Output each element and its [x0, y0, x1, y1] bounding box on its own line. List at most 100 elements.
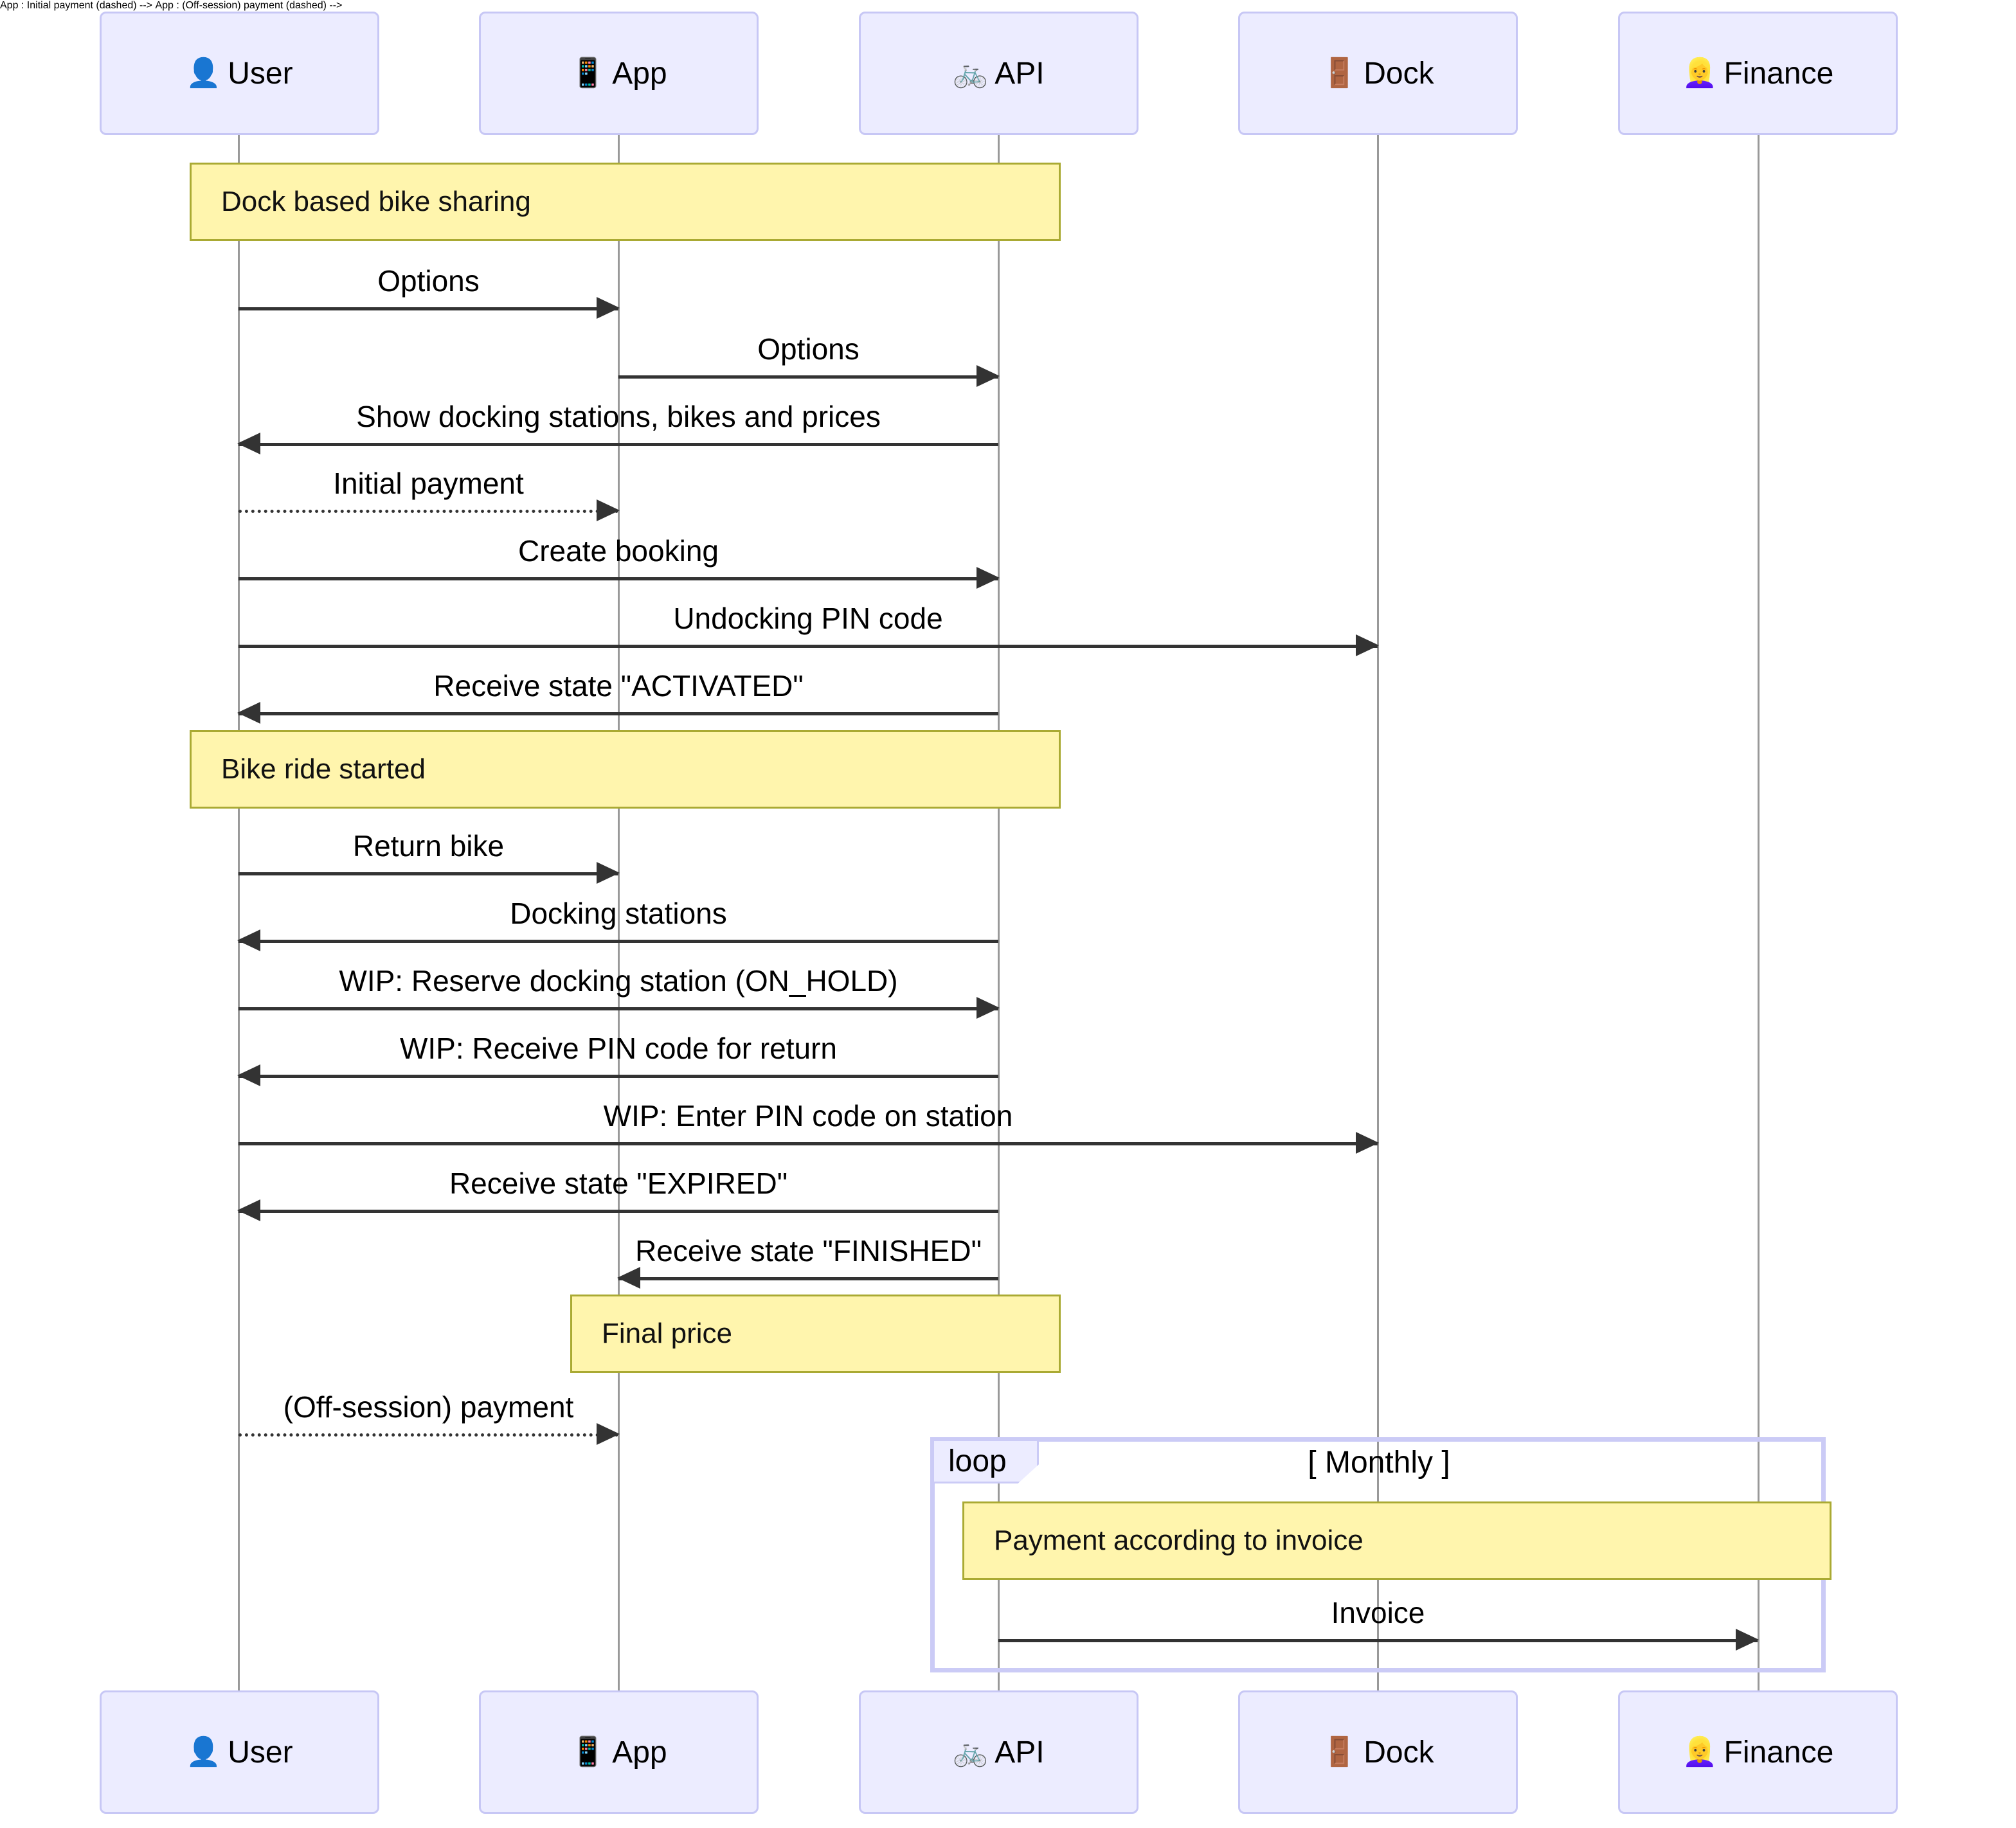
participant-label-text: API: [995, 56, 1045, 91]
message-line: [239, 1075, 998, 1078]
participant-api-bottom-label: 🚲 API: [953, 1735, 1044, 1770]
participant-dock-bottom[interactable]: 🚪 Dock: [1238, 1690, 1518, 1814]
message-line: [239, 1210, 998, 1213]
participant-app-bottom[interactable]: 📱 App: [479, 1690, 759, 1814]
message-label: Receive state "ACTIVATED": [433, 669, 804, 703]
lifeline-app: [618, 135, 620, 1690]
note-text: Final price: [602, 1318, 732, 1349]
participant-dock-top-label: 🚪 Dock: [1322, 56, 1434, 91]
arrowhead-right-icon: [1736, 1629, 1759, 1651]
lifeline-api: [998, 135, 1000, 1690]
bicycle-icon: 🚲: [953, 1736, 989, 1768]
note-text: Bike ride started: [221, 753, 426, 785]
message-label: Options: [757, 332, 860, 366]
message-label: Docking stations: [510, 897, 727, 930]
arrowhead-left-icon: [237, 433, 260, 454]
participant-user-bottom[interactable]: 👤 User: [100, 1690, 379, 1814]
arrowhead-right-icon: [1356, 634, 1379, 656]
note-final-price: Final price: [570, 1295, 1061, 1373]
note-payment-according-to-invoice: Payment according to invoice: [962, 1501, 1832, 1580]
arrowhead-right-icon: [977, 997, 1000, 1019]
fragment-condition-label: [ Monthly ]: [1308, 1446, 1450, 1480]
arrowhead-right-icon: [1356, 1132, 1379, 1154]
participant-user-top[interactable]: 👤 User: [100, 12, 379, 135]
message-line: [239, 307, 618, 310]
participant-label-text: Finance: [1724, 56, 1834, 91]
participant-label-text: Dock: [1364, 1735, 1434, 1770]
participant-label-text: User: [228, 1735, 293, 1770]
note-dock-based-bike-sharing: Dock based bike sharing: [190, 163, 1061, 241]
person-blond-hair-icon: 👱‍♀️: [1682, 1736, 1718, 1768]
participant-api-top-label: 🚲 API: [953, 56, 1044, 91]
message-label: (Off-session) payment: [283, 1390, 574, 1424]
arrowhead-right-icon: [597, 1423, 620, 1445]
door-icon: 🚪: [1322, 57, 1358, 89]
message-line: [239, 712, 998, 715]
participant-dock-top[interactable]: 🚪 Dock: [1238, 12, 1518, 135]
participant-finance-top-label: 👱‍♀️ Finance: [1682, 56, 1834, 91]
arrowhead-left-icon: [237, 702, 260, 724]
lifeline-dock: [1377, 135, 1379, 1690]
arrowhead-left-icon: [237, 1064, 260, 1086]
bicycle-icon: 🚲: [953, 57, 989, 89]
message-line: [239, 1142, 1378, 1145]
message-line: [239, 645, 1378, 648]
arrowhead-right-icon: [977, 365, 1000, 387]
message-label: WIP: Enter PIN code on station: [603, 1099, 1013, 1133]
message-label: Show docking stations, bikes and prices: [356, 400, 881, 433]
message-line: [998, 1639, 1758, 1642]
message-line-dashed: [239, 1433, 618, 1437]
fragment-operator-label: loop: [948, 1444, 1007, 1478]
message-line: [239, 1007, 998, 1010]
participant-app-top[interactable]: 📱 App: [479, 12, 759, 135]
participant-app-bottom-label: 📱 App: [570, 1735, 667, 1770]
participant-user-bottom-label: 👤 User: [186, 1735, 292, 1770]
participant-label-text: Dock: [1364, 56, 1434, 91]
message-line: [618, 1277, 998, 1280]
message-label: Options: [377, 264, 480, 298]
note-text: Dock based bike sharing: [221, 186, 531, 217]
note-bike-ride-started: Bike ride started: [190, 730, 1061, 809]
participant-finance-bottom-label: 👱‍♀️ Finance: [1682, 1735, 1834, 1770]
participant-label-text: Finance: [1724, 1735, 1834, 1770]
message-line-dashed: [239, 510, 618, 513]
lifeline-finance: [1758, 135, 1760, 1690]
message-label: Undocking PIN code: [673, 602, 943, 635]
message-line: [239, 940, 998, 943]
participant-label-text: API: [995, 1735, 1045, 1770]
bust-in-silhouette-icon: 👤: [186, 57, 222, 89]
participant-finance-bottom[interactable]: 👱‍♀️ Finance: [1618, 1690, 1898, 1814]
message-label: Invoice: [1331, 1596, 1425, 1629]
participant-finance-top[interactable]: 👱‍♀️ Finance: [1618, 12, 1898, 135]
participant-user-top-label: 👤 User: [186, 56, 292, 91]
participant-api-top[interactable]: 🚲 API: [859, 12, 1138, 135]
arrowhead-right-icon: [597, 297, 620, 319]
message-label: Receive state "EXPIRED": [449, 1167, 788, 1200]
person-blond-hair-icon: 👱‍♀️: [1682, 57, 1718, 89]
message-label: Initial payment: [333, 467, 524, 500]
participant-label-text: App: [612, 1735, 667, 1770]
message-label: Return bike: [352, 829, 505, 863]
message-line: [239, 577, 998, 580]
arrowhead-right-icon: [597, 499, 620, 521]
mobile-phone-icon: 📱: [570, 1736, 606, 1768]
message-label: Create booking: [518, 534, 719, 568]
door-icon: 🚪: [1322, 1736, 1358, 1768]
participant-label-text: User: [228, 56, 293, 91]
participant-label-text: App: [612, 56, 667, 91]
arrowhead-right-icon: [597, 862, 620, 884]
message-label: Receive state "FINISHED": [635, 1234, 982, 1268]
message-line: [239, 443, 998, 446]
fragment-loop-condition: [ Monthly ]: [1093, 1445, 1665, 1480]
message-line: [618, 375, 998, 379]
message-label: WIP: Receive PIN code for return: [399, 1032, 838, 1065]
bust-in-silhouette-icon: 👤: [186, 1736, 222, 1768]
participant-api-bottom[interactable]: 🚲 API: [859, 1690, 1138, 1814]
arrowhead-right-icon: [977, 567, 1000, 589]
message-line: [239, 872, 618, 875]
note-text: Payment according to invoice: [994, 1525, 1364, 1556]
lifeline-user: [238, 135, 240, 1690]
arrowhead-left-icon: [617, 1267, 640, 1289]
message-label: WIP: Reserve docking station (ON_HOLD): [339, 964, 898, 998]
